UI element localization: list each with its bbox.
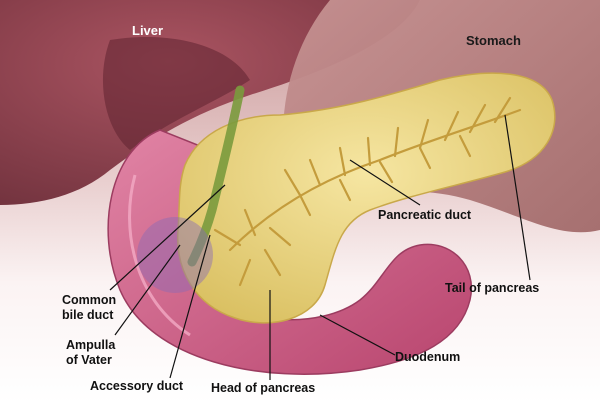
label-common-bile-duct-line1: Common xyxy=(62,293,117,307)
label-duodenum: Duodenum xyxy=(395,350,461,364)
label-common-bile-duct-line2: bile duct xyxy=(62,308,114,322)
label-head-of-pancreas: Head of pancreas xyxy=(211,381,316,395)
ampulla-of-vater xyxy=(137,217,213,293)
label-pancreatic-duct: Pancreatic duct xyxy=(378,208,472,222)
label-accessory-duct: Accessory duct xyxy=(90,379,184,393)
pancreatic-duct-branches xyxy=(213,96,522,287)
label-tail-of-pancreas: Tail of pancreas xyxy=(445,281,540,295)
leader-lines xyxy=(109,114,531,380)
common-bile-duct xyxy=(187,85,245,267)
label-ampulla-line1: Ampulla xyxy=(66,338,116,352)
label-liver: Liver xyxy=(132,23,164,38)
label-stomach: Stomach xyxy=(466,33,521,48)
label-ampulla-line2: of Vater xyxy=(66,353,112,367)
